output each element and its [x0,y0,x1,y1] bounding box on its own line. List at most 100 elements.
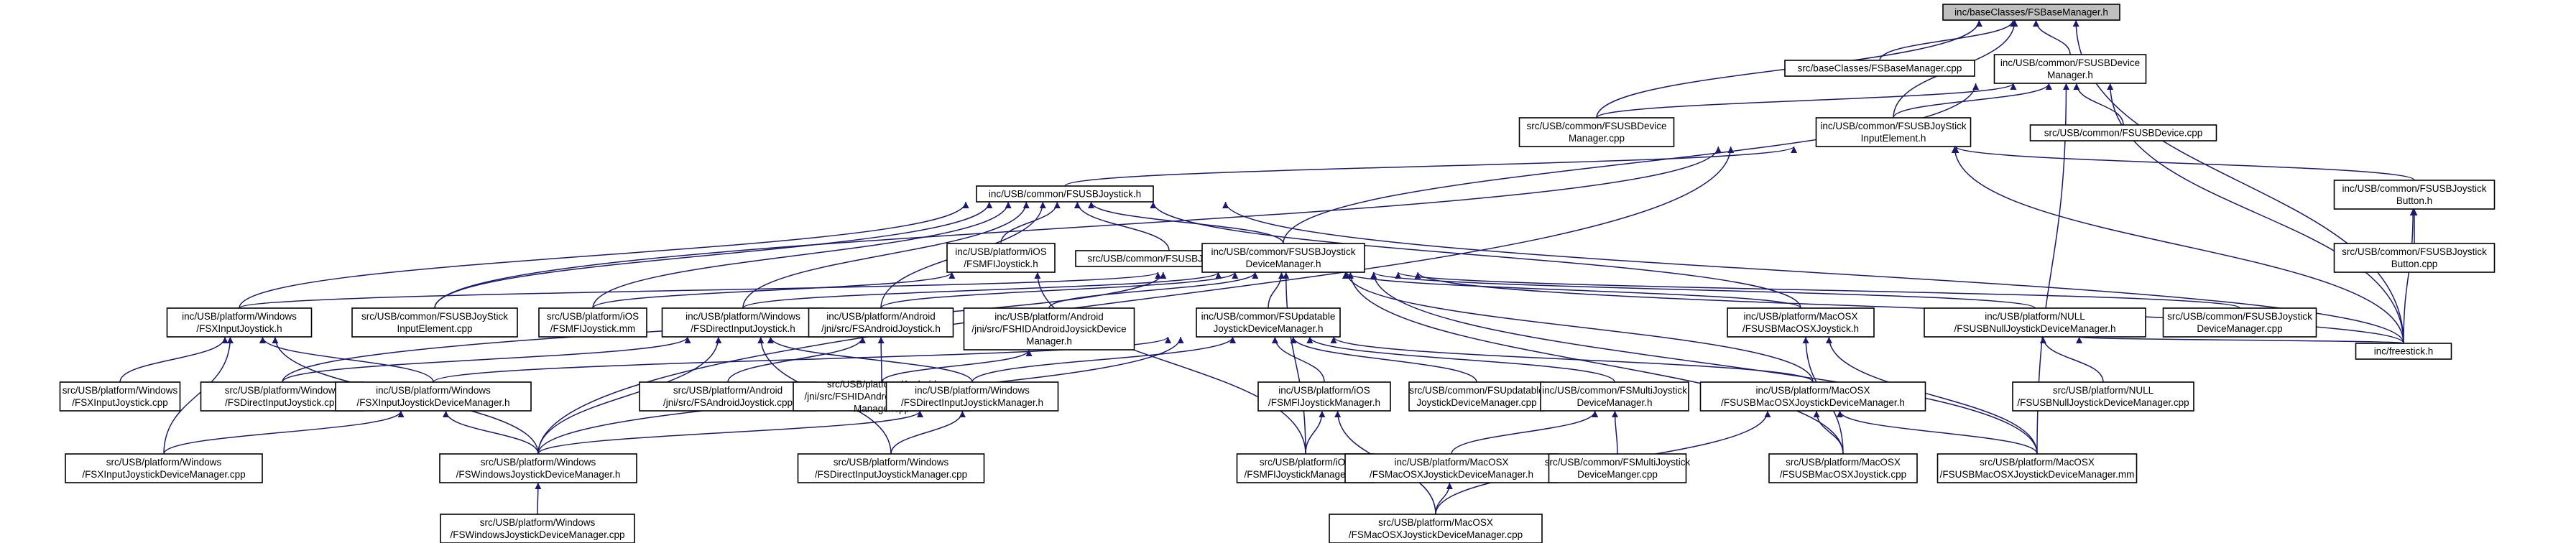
file-node[interactable]: src/USB/platform/Windows/FSXInputJoystic… [65,453,263,483]
file-node-label: /jni/src/FSAndroidJoystick.h [821,323,941,334]
file-node[interactable]: src/USB/common/FSMultiJoystickDeviceMang… [1545,453,1691,483]
file-node-label: src/USB/common/FSMultiJoystick [1545,457,1691,468]
file-node-label: /FSMFIJoystick.mm [550,323,636,334]
file-node[interactable]: inc/USB/platform/Windows/FSDirectInputJo… [885,381,1059,412]
file-node[interactable]: inc/USB/platform/iOS/FSMFIJoystickManage… [1257,381,1391,412]
file-node-label: /FSUSBMacOSXJoystick.h [1742,323,1859,334]
file-node[interactable]: inc/USB/common/FSUSBJoystick.h [976,185,1154,203]
file-node-box [351,307,518,338]
file-node[interactable]: src/USB/common/FSUSBDevice.cpp [2029,124,2217,141]
file-node[interactable]: inc/USB/platform/NULL/FSUSBNullJoystickD… [1924,307,2146,338]
file-node-label: /FSXInputJoystickDeviceManager.cpp [82,469,245,480]
file-node[interactable]: inc/USB/platform/iOS/FSMFIJoystick.h [946,243,1056,273]
file-node[interactable]: inc/USB/platform/Windows/FSXInputJoystic… [166,307,313,338]
include-edge-n10-n12 [239,272,1161,309]
root-file-node[interactable]: inc/baseClasses/FSBaseManager.h [1942,4,2120,21]
file-node-label: src/USB/platform/iOS [1260,457,1352,468]
file-node[interactable]: src/USB/common/FSUpdatableJoystickDevice… [1408,381,1545,412]
file-node-box [1768,453,1918,483]
file-node[interactable]: src/USB/common/FSUSBJoyStickInputElement… [351,307,518,338]
include-edge-n2-n5 [2073,83,2124,126]
include-edge-n0-n2 [2032,19,2071,55]
file-node-label: /FSUSBMacOSXJoystickDeviceManager.h [1721,397,1905,408]
file-node-label: DeviceManger.cpp [1577,469,1658,480]
file-node[interactable]: src/USB/platform/Android/jni/src/FSAndro… [639,381,817,412]
include-edge-n4-n13 [434,146,1722,309]
include-edge-n7-n22 [2403,208,2416,344]
include-edge-n17-n27 [881,349,1033,383]
file-node[interactable]: inc/USB/common/FSUSBJoystickDeviceManage… [1201,243,1365,273]
file-node[interactable]: inc/USB/platform/Windows/FSDirectInputJo… [661,307,825,338]
include-edge-n25-n34 [163,410,405,455]
file-node-label: src/USB/platform/iOS [547,311,639,322]
file-node[interactable]: src/USB/platform/iOS/FSMFIJoystick.mm [538,307,647,338]
include-edge-n6-n12 [239,201,969,309]
dependency-edges [119,19,2418,515]
file-node[interactable]: src/USB/platform/Windows/FSDirectInputJo… [200,381,365,412]
file-node-box [335,381,532,412]
file-node[interactable]: inc/USB/common/FSUpdatableJoystickDevice… [1196,307,1341,338]
file-node[interactable]: inc/USB/platform/Android/jni/src/FSHIDAn… [963,307,1135,351]
file-node-label: src/USB/platform/Windows [834,457,949,468]
file-node-label: inc/USB/common/FSUSBDevice [2000,57,2140,68]
file-node[interactable]: src/baseClasses/FSBaseManager.cpp [1784,60,1975,77]
file-node[interactable]: inc/USB/common/FSMultiJoystickDeviceMana… [1540,381,1689,412]
include-edge-n32-n41 [1837,410,2038,455]
file-node-label: inc/USB/platform/NULL [1985,311,2085,322]
file-node[interactable]: src/USB/platform/Windows/FSWindowsJoysti… [440,514,635,543]
file-node-label: src/USB/platform/Windows [480,517,596,528]
file-node[interactable]: src/USB/platform/MacOSX/FSUSBMacOSXJoyst… [1768,453,1918,483]
file-node-label: JoystickDeviceManager.h [1213,323,1323,334]
include-edge-n6-n10 [1088,201,1284,244]
file-node-box [166,307,313,338]
file-node-box [946,243,1056,273]
file-node[interactable]: src/USB/platform/NULL/FSUSBNullJoystickD… [2012,381,2194,412]
file-node[interactable]: inc/USB/platform/MacOSX/FSUSBMacOSXJoyst… [1727,307,1875,338]
file-node[interactable]: inc/USB/platform/MacOSX/FSUSBMacOSXJoyst… [1699,381,1926,412]
file-node-box [1993,54,2147,84]
include-edge-n10-n41 [1370,272,2038,455]
include-edge-n29-n37 [1305,410,1326,455]
file-node-label: src/USB/platform/Windows [63,385,178,396]
file-node[interactable]: src/USB/platform/MacOSX/FSUSBMacOSXJoyst… [1936,453,2138,483]
file-node-label: src/USB/common/FSUSBJoystick [2342,246,2487,257]
include-edge-n4-n35 [537,146,1735,455]
file-node[interactable]: inc/USB/platform/Windows/FSXInputJoystic… [335,381,532,412]
include-edge-n15-n24 [282,336,691,383]
file-node-box [639,381,817,412]
include-edge-n8-n37 [1034,272,1306,455]
file-node-label: /jni/src/FSAndroidJoystick.cpp [663,397,793,408]
file-node[interactable]: inc/USB/common/FSUSBJoyStickInputElement… [1815,117,1972,147]
file-node[interactable]: inc/USB/platform/Android/jni/src/FSAndro… [808,307,954,338]
file-node[interactable]: inc/freestick.h [2355,343,2452,360]
file-node-label: inc/USB/platform/Android [994,312,1104,322]
file-node-label: inc/USB/platform/Windows [182,311,297,322]
file-node[interactable]: src/USB/platform/MacOSX/FSMacOSXJoystick… [1329,514,1543,543]
file-node[interactable]: src/USB/common/FSUSBJoystickDeviceManage… [2162,307,2317,338]
include-edge-n12-n25 [259,336,434,383]
file-node-box [1257,381,1391,412]
file-node[interactable]: src/USB/platform/Windows/FSDirectInputJo… [797,453,985,483]
file-node-box [1518,117,1675,147]
include-edge-n6-n8 [1000,201,1061,244]
file-node-label: /FSMFIJoystick.h [964,259,1038,269]
file-node-label: /FSXInputJoystickDeviceManager.h [356,397,509,408]
file-node-label: DeviceManager.h [1576,397,1652,408]
file-node-box [2333,180,2496,210]
file-node[interactable]: src/USB/platform/Windows/FSWindowsJoysti… [439,453,637,483]
file-node-label: inc/baseClasses/FSBaseManager.h [1954,7,2108,18]
include-edge-n35-n42 [535,482,542,515]
file-node-box [1815,117,1972,147]
file-node[interactable]: inc/USB/platform/MacOSX/FSMacOSXJoystick… [1344,453,1559,483]
include-edge-n10-n37 [1283,272,1306,455]
include-edge-n32-n40 [1813,410,1844,455]
file-node-box [1924,307,2146,338]
file-nodes: inc/baseClasses/FSBaseManager.h src/baseC… [59,4,2496,543]
include-edge-n16-n27 [877,336,885,383]
file-node[interactable]: src/USB/platform/Windows/FSXInputJoystic… [59,381,181,412]
